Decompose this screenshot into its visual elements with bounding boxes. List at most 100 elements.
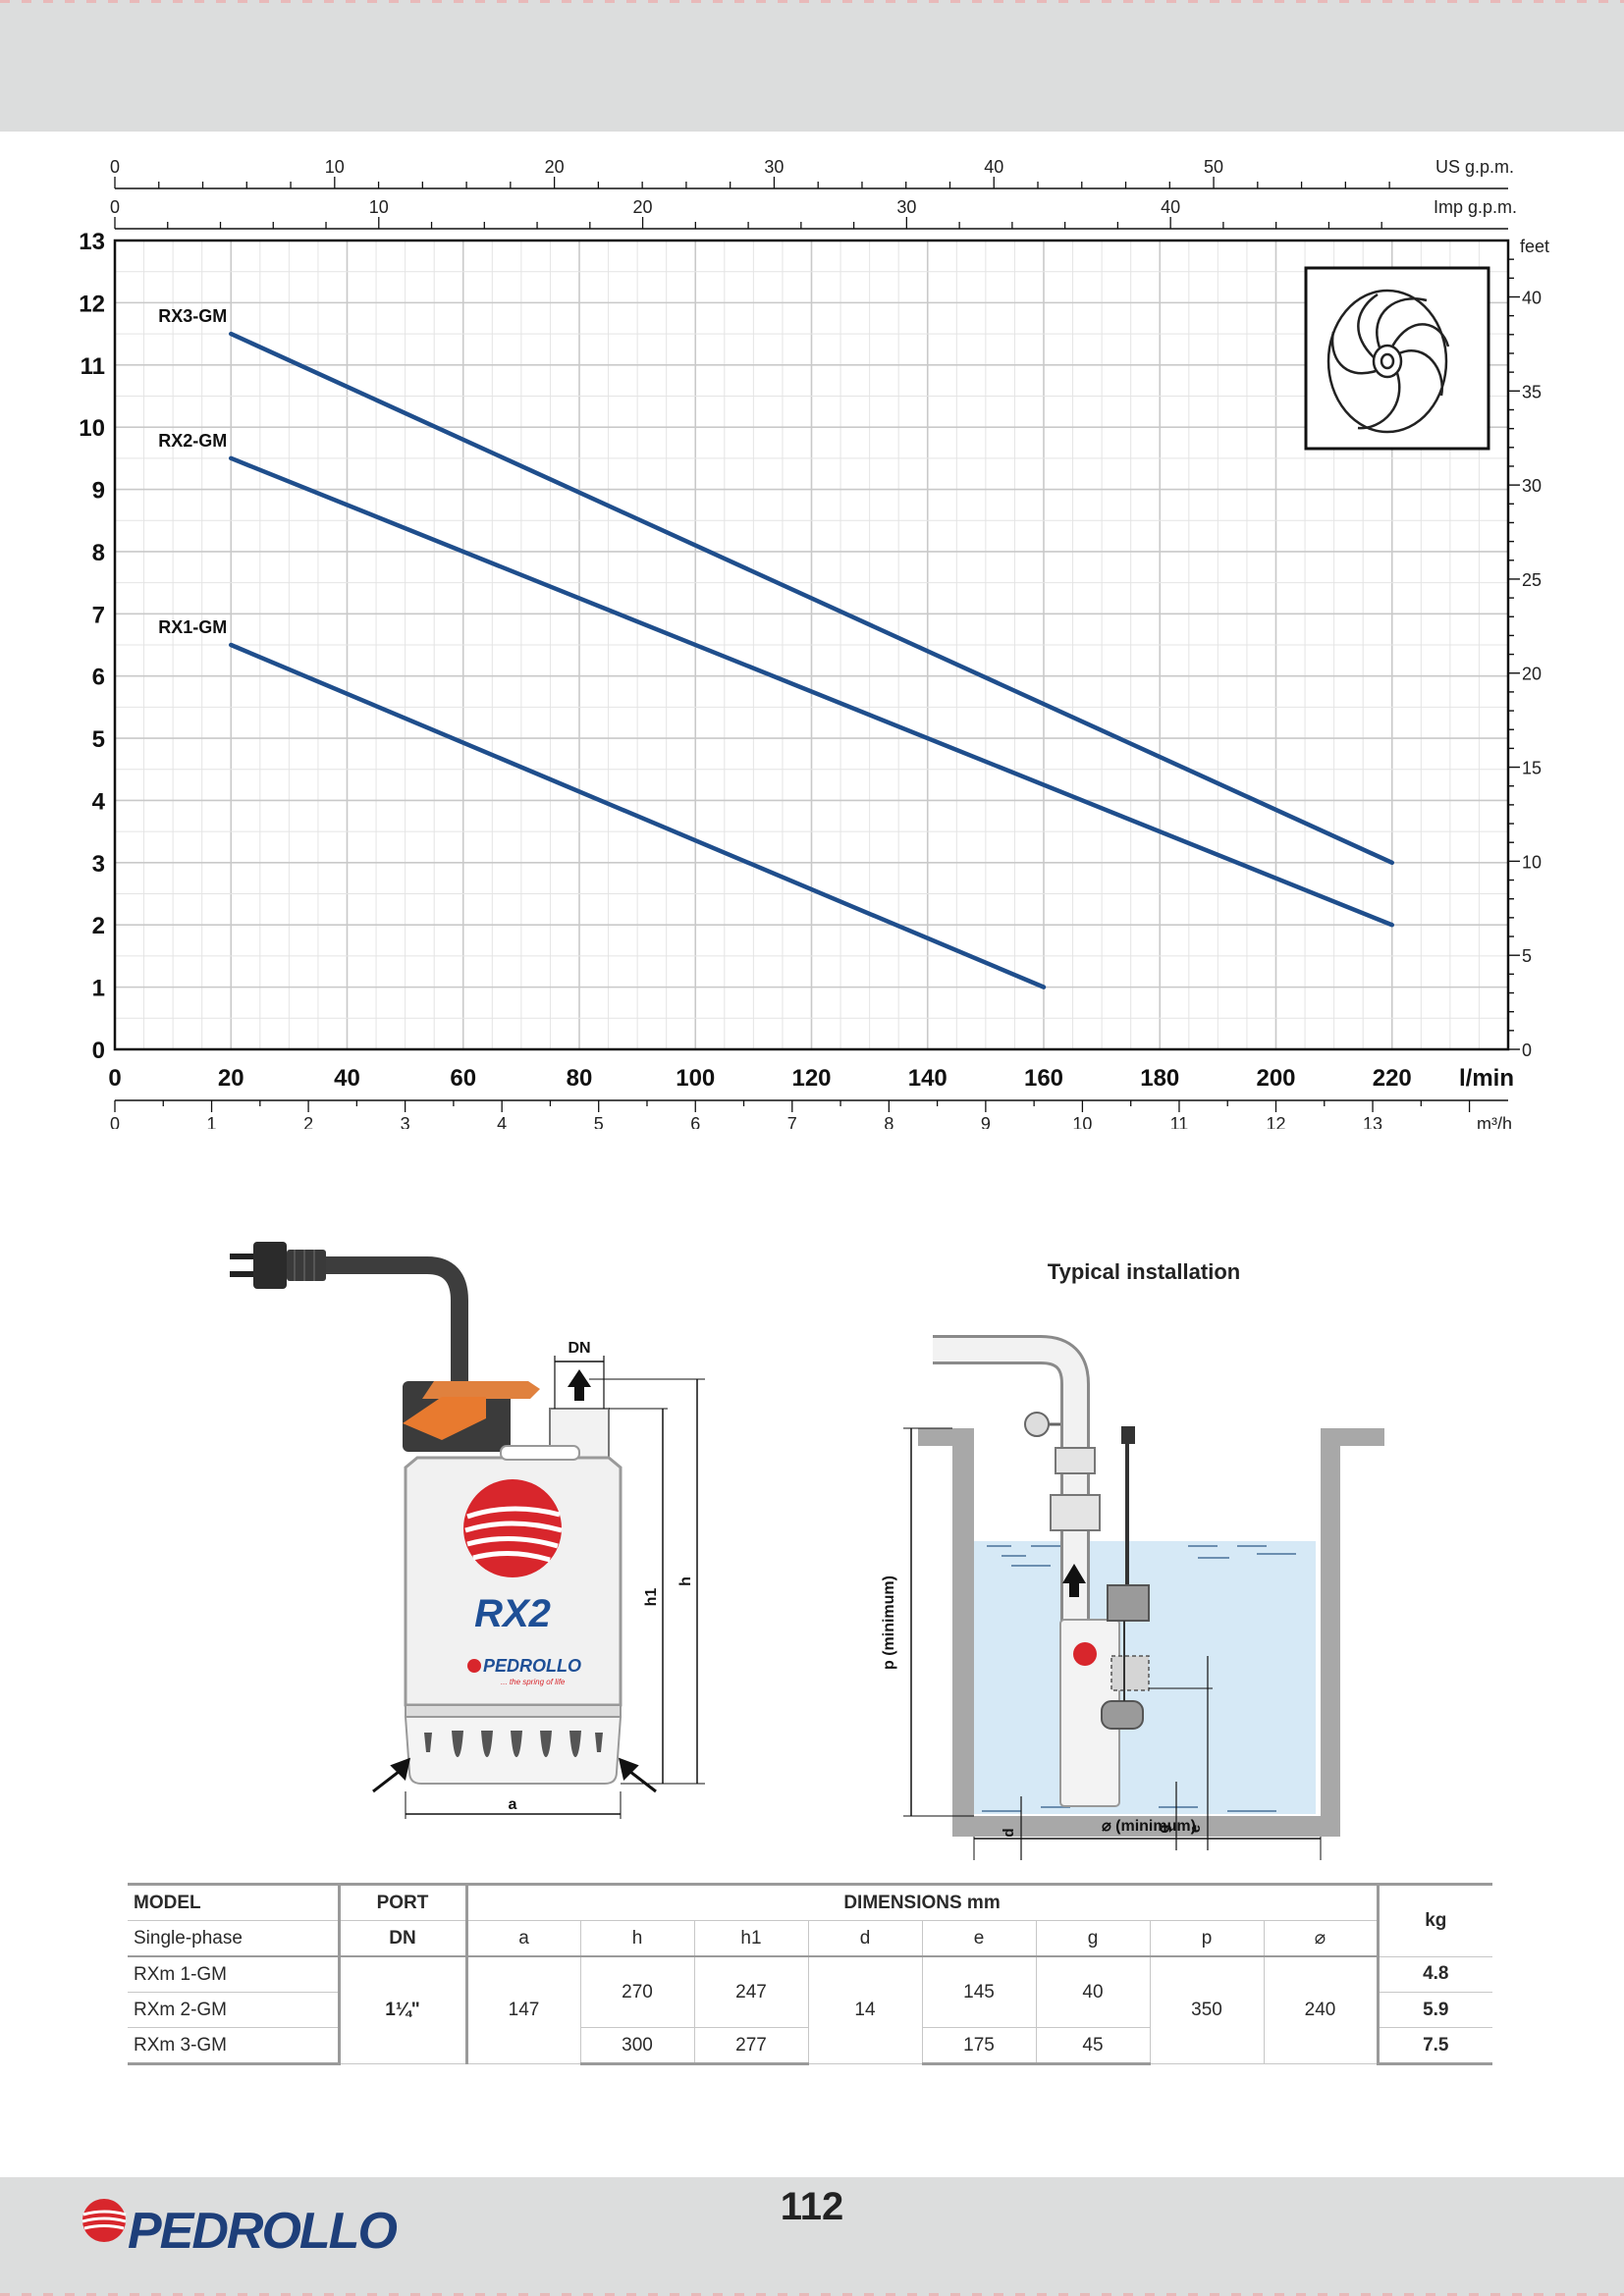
table-row: RXm 1-GM 1¼" 147 270 247 14 145 40 350 2… bbox=[128, 1955, 1493, 2064]
impeller-icon bbox=[1304, 266, 1490, 451]
x-tick-label: 0 bbox=[108, 1065, 121, 1092]
y-tick-label: 5 bbox=[92, 726, 105, 753]
x-m3h-unit-label: m³/h bbox=[1477, 1114, 1512, 1129]
x-tick-label: 20 bbox=[218, 1065, 244, 1092]
x-us-tick-label: 0 bbox=[110, 157, 120, 177]
series-label: RX1-GM bbox=[158, 617, 227, 637]
y-tick-label: 12 bbox=[79, 291, 105, 317]
series-line-rx1-gm bbox=[229, 642, 1047, 989]
y-right-tick-label: 35 bbox=[1522, 382, 1542, 401]
y-tick-label: 4 bbox=[92, 788, 106, 815]
footer-band bbox=[0, 2177, 1624, 2296]
series-line-rx2-gm bbox=[229, 455, 1394, 928]
y-tick-label: 10 bbox=[79, 415, 105, 442]
x-m3h-tick-label: 11 bbox=[1170, 1114, 1189, 1129]
x-m3h-tick-label: 2 bbox=[303, 1114, 313, 1129]
y-right-tick-label: 30 bbox=[1522, 476, 1542, 496]
x-us-unit-label: US g.p.m. bbox=[1435, 157, 1514, 177]
installation-title: Typical installation bbox=[1047, 1259, 1241, 1284]
page-number: 112 bbox=[780, 2185, 844, 2228]
y-tick-label: 7 bbox=[92, 602, 105, 628]
x-tick-label: 160 bbox=[1024, 1065, 1063, 1092]
table-head-row-2: Single-phase DN a h h1 d e g p ⌀ bbox=[128, 1920, 1492, 1957]
x-us-tick-label: 30 bbox=[764, 157, 784, 177]
x-m3h-tick-label: 4 bbox=[497, 1114, 507, 1129]
x-tick-label: 60 bbox=[450, 1065, 476, 1092]
x-tick-label: 120 bbox=[791, 1065, 831, 1092]
x-m3h-tick-label: 1 bbox=[207, 1114, 217, 1129]
bottom-edge-dashes bbox=[0, 2293, 1624, 2296]
dim-e-label: e bbox=[1187, 1825, 1204, 1833]
x-m3h-tick-label: 10 bbox=[1072, 1114, 1092, 1129]
y-tick-label: 6 bbox=[92, 665, 105, 691]
x-m3h-tick-label: 5 bbox=[594, 1114, 604, 1129]
x-m3h-tick-label: 0 bbox=[110, 1114, 120, 1129]
x-tick-label: 200 bbox=[1256, 1065, 1295, 1092]
pedrollo-logo-icon bbox=[463, 1479, 563, 1577]
pedrollo-logo-mark-icon bbox=[81, 2199, 127, 2242]
dimensions-table: MODEL PORT DIMENSIONS mm kg Single-phase… bbox=[128, 1883, 1493, 2065]
pump-drawing: RX2 PEDROLLO ... the spring of life DN h… bbox=[230, 1242, 705, 1819]
y-tick-label: 13 bbox=[79, 229, 105, 255]
series-label: RX3-GM bbox=[158, 306, 227, 326]
dim-dn-label: DN bbox=[568, 1340, 590, 1357]
svg-text:PEDROLLO: PEDROLLO bbox=[483, 1656, 581, 1676]
chart-series: RX3-GM RX2-GM RX1-GM bbox=[158, 306, 1394, 989]
y-tick-label: 11 bbox=[81, 353, 105, 380]
y-right-tick-label: 15 bbox=[1522, 759, 1542, 778]
y-right-tick-label: 0 bbox=[1522, 1041, 1532, 1060]
x-tick-label: 100 bbox=[676, 1065, 715, 1092]
y-tick-label: 9 bbox=[92, 478, 105, 505]
x-m3h-tick-label: 7 bbox=[787, 1114, 797, 1129]
header-band bbox=[0, 0, 1624, 132]
y-right-tick-label: 25 bbox=[1522, 570, 1542, 590]
pump-model-label: RX2 bbox=[474, 1592, 551, 1635]
dim-h-label: h bbox=[677, 1576, 694, 1586]
x-m3h-tick-label: 8 bbox=[884, 1114, 893, 1129]
x-tick-label: 40 bbox=[334, 1065, 360, 1092]
dim-g-label: g bbox=[1156, 1824, 1172, 1833]
x-m3h-tick-label: 12 bbox=[1266, 1114, 1285, 1129]
x-us-tick-label: 50 bbox=[1204, 157, 1223, 177]
y-tick-label: 2 bbox=[92, 913, 105, 939]
dim-d-label: d bbox=[1001, 1828, 1017, 1837]
x-tick-label: 140 bbox=[908, 1065, 947, 1092]
brand-name: PEDROLLO bbox=[128, 2203, 397, 2260]
y-tick-label: 1 bbox=[92, 976, 105, 1002]
x-imp-tick-label: 30 bbox=[896, 197, 916, 217]
series-label: RX2-GM bbox=[158, 431, 227, 451]
x-m3h-tick-label: 9 bbox=[981, 1114, 991, 1129]
pedrollo-brand-logo: PEDROLLO bbox=[81, 2199, 399, 2260]
x-tick-label: 220 bbox=[1373, 1065, 1412, 1092]
y-right-tick-label: 10 bbox=[1522, 852, 1542, 872]
table-row: RXm 3-GM 300 277 175 45 7.5 bbox=[128, 2027, 1493, 2065]
chart-grid bbox=[114, 240, 1509, 1050]
x-imp-unit-label: Imp g.p.m. bbox=[1434, 197, 1517, 217]
y-right-tick-label: 40 bbox=[1522, 288, 1542, 307]
x-us-tick-label: 10 bbox=[325, 157, 345, 177]
y-right-tick-label: 5 bbox=[1522, 946, 1532, 966]
x-tick-label: 80 bbox=[567, 1065, 593, 1092]
x-us-tick-label: 40 bbox=[984, 157, 1003, 177]
x-us-tick-label: 20 bbox=[545, 157, 565, 177]
dim-a-label: a bbox=[509, 1796, 517, 1813]
x-m3h-tick-label: 3 bbox=[401, 1114, 410, 1129]
series-line-rx3-gm bbox=[229, 331, 1394, 866]
x-imp-tick-label: 40 bbox=[1161, 197, 1180, 217]
top-edge-dashes bbox=[0, 0, 1624, 3]
y-right-tick-label: 20 bbox=[1522, 665, 1542, 684]
y-tick-label: 8 bbox=[92, 540, 105, 566]
table-head-row-1: MODEL PORT DIMENSIONS mm kg bbox=[128, 1883, 1493, 1957]
x-axis-unit-label: l/min bbox=[1459, 1065, 1514, 1092]
pump-brand-mark: PEDROLLO ... the spring of life bbox=[467, 1656, 581, 1686]
y-right-unit-label: feet bbox=[1520, 237, 1549, 256]
plug-icon bbox=[230, 1242, 326, 1289]
table-row: RXm 2-GM 5.9 bbox=[128, 1992, 1493, 2028]
x-m3h-tick-label: 6 bbox=[690, 1114, 700, 1129]
installation-diagram: p (minimum) d g e ⌀ (minimum) bbox=[881, 1335, 1384, 1860]
y-tick-label: 0 bbox=[92, 1038, 105, 1064]
x-imp-tick-label: 20 bbox=[633, 197, 653, 217]
x-tick-label: 180 bbox=[1140, 1065, 1179, 1092]
